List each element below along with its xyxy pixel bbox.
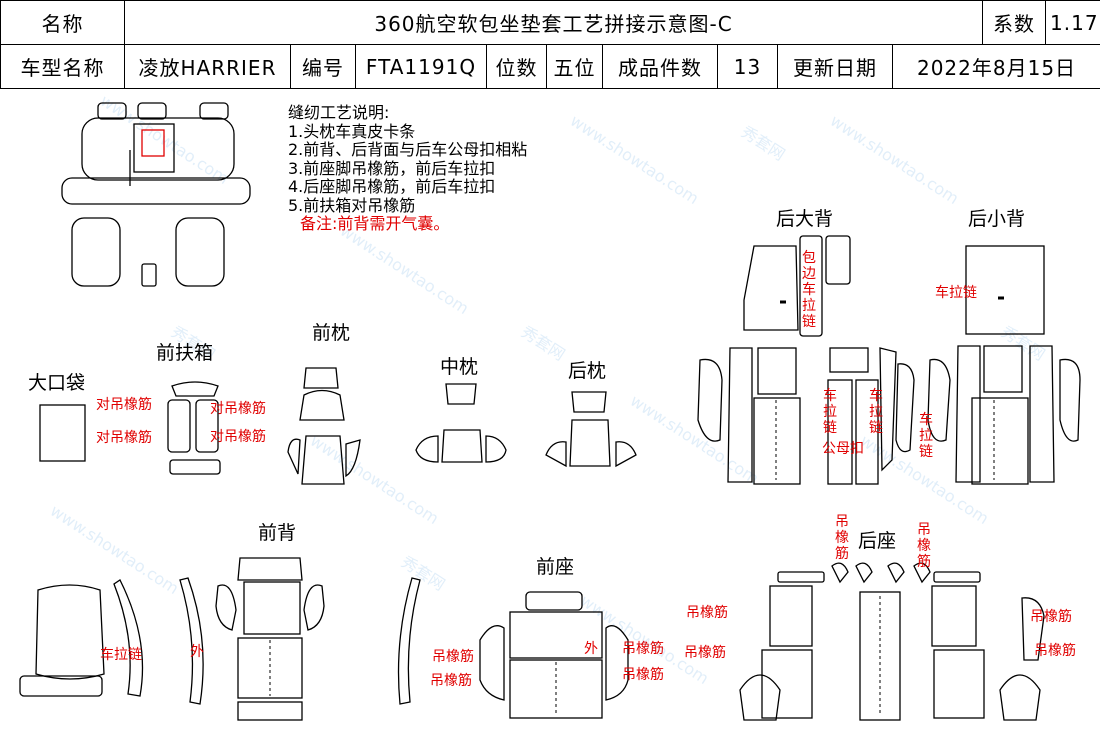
label-rear-headrest: 后枕	[568, 360, 607, 382]
annotation-hang-elastic: 吊橡筋	[684, 645, 726, 661]
rear-small-back-pieces	[927, 245, 1081, 485]
front-armrest-pieces	[167, 381, 221, 475]
label-front-armrest: 前扶箱	[156, 342, 214, 364]
date-label: 更新日期	[777, 44, 893, 89]
pieces-label: 成品件数	[602, 44, 718, 89]
sewing-notes: 缝纫工艺说明: 1.头枕车真皮卡条 2.前背、后背面与后车公母扣相粘 3.前座脚…	[288, 103, 528, 234]
pattern-drawing	[19, 102, 1081, 721]
annotation-outer: 外	[190, 644, 204, 660]
note-item: 5.前扶箱对吊橡筋	[288, 195, 416, 215]
date-value: 2022年8月15日	[891, 44, 1100, 89]
front-seat-pieces	[479, 591, 629, 719]
front-headrest-pieces	[287, 367, 361, 485]
name-label: 名称	[0, 0, 125, 45]
annotation-hang-elastic: 吊橡筋	[622, 667, 664, 683]
annotation-hang-elastic: 吊橡筋	[1030, 609, 1072, 625]
annotation-zipper: 车拉链	[823, 388, 837, 436]
label-front-back: 前背	[258, 522, 297, 544]
header-row-1: 名称 360航空软包坐垫套工艺拼接示意图-C 系数 1.17	[0, 0, 1100, 45]
annotation-hang-elastic: 吊橡筋	[835, 514, 849, 562]
annotation-hang-elastic: 吊橡筋	[622, 641, 664, 657]
annotation-zipper: 车拉链	[869, 388, 883, 436]
coef-label: 系数	[982, 0, 1047, 45]
annotation-hang-elastic: 吊橡筋	[1034, 643, 1076, 659]
label-front-seat: 前座	[536, 556, 575, 578]
annotation-zipper: 车拉链	[919, 412, 933, 460]
seats-value: 五位	[546, 44, 603, 89]
annotation-hang-elastic: 吊橡筋	[686, 605, 728, 621]
annotation-hang-elastic: 吊橡筋	[432, 649, 474, 665]
annotation-male-female-button: 公母扣	[822, 441, 864, 457]
code-label: 编号	[290, 44, 356, 89]
model-value: 凌放HARRIER	[124, 44, 291, 89]
header-row-2: 车型名称 凌放HARRIER 编号 FTA1191Q 位数 五位 成品件数 13…	[0, 44, 1100, 89]
label-middle-headrest: 中枕	[440, 356, 479, 378]
label-big-pocket: 大口袋	[28, 372, 86, 394]
seats-label: 位数	[486, 44, 547, 89]
middle-headrest-pieces	[415, 383, 507, 463]
annotation-hang-elastic-pair: 对吊橡筋	[210, 429, 266, 445]
annotation-outer: 外	[584, 641, 598, 657]
notes-remark: 备注:前背需开气囊。	[300, 214, 450, 233]
label-rear-small-back: 后小背	[968, 208, 1026, 230]
coef-value: 1.17	[1045, 0, 1100, 45]
rear-seat-pieces	[739, 562, 1045, 721]
rear-headrest-pieces	[545, 391, 637, 468]
annotation-edge-zipper: 包边车拉链	[802, 250, 816, 330]
notes-title: 缝纫工艺说明:	[288, 103, 390, 122]
note-item: 4.后座脚吊橡筋，前后车拉扣	[288, 177, 496, 196]
note-item: 2.前背、后背面与后车公母扣相粘	[288, 140, 528, 159]
label-rear-big-back: 后大背	[776, 208, 834, 230]
code-value: FTA1191Q	[355, 44, 487, 89]
annotation-hang-elastic: 吊橡筋	[430, 673, 472, 689]
seat-overview-diagram	[61, 102, 251, 287]
label-front-headrest: 前枕	[312, 322, 351, 344]
note-item: 1.头枕车真皮卡条	[288, 121, 416, 141]
rear-big-back-pieces	[697, 235, 915, 485]
annotation-hang-elastic-pair: 对吊橡筋	[210, 401, 266, 417]
annotation-hang-elastic-pair: 对吊橡筋	[96, 397, 152, 413]
front-back-pieces	[19, 557, 421, 721]
header-table: 名称 360航空软包坐垫套工艺拼接示意图-C 系数 1.17 车型名称 凌放HA…	[0, 0, 1100, 89]
annotation-hang-elastic-pair: 对吊橡筋	[96, 430, 152, 446]
label-rear-seat: 后座	[858, 530, 897, 552]
big-pocket-piece	[39, 404, 86, 462]
pieces-value: 13	[717, 44, 778, 89]
note-item: 3.前座脚吊橡筋，前后车拉扣	[288, 158, 496, 178]
annotation-zipper: 车拉链	[935, 285, 977, 301]
annotation-zipper: 车拉链	[100, 647, 142, 663]
model-label: 车型名称	[0, 44, 125, 89]
stitch-lines	[269, 400, 995, 716]
document-title: 360航空软包坐垫套工艺拼接示意图-C	[123, 0, 984, 45]
annotation-hang-elastic: 吊橡筋	[917, 522, 931, 570]
